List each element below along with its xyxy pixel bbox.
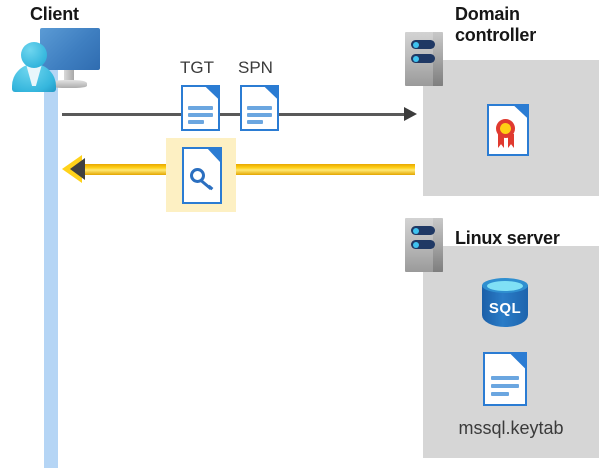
server-bay-icon [411,54,435,63]
linux-server-title: Linux server [455,228,560,248]
sql-database-icon: SQL [482,278,528,334]
client-title: Client [30,4,79,24]
document-text-line [490,391,510,396]
user-head-icon [21,42,47,68]
certificate-ribbon-left [498,134,504,148]
document-text-line [188,106,213,111]
request-arrow-head [404,107,417,121]
key-ring-icon [190,168,205,183]
document-text-line [247,119,263,124]
server-led-icon [413,41,419,48]
certificate-seal-inner [500,123,511,134]
key-document-icon [182,147,222,204]
spn-label: SPN [238,58,273,77]
server-bay-icon [411,40,435,49]
domain-controller-server-rack-icon [405,32,443,86]
server-led-icon [413,227,419,234]
server-shade [433,218,443,272]
linux-server-rack-icon [405,218,443,272]
document-text-line [490,383,520,388]
client-lifeline-bar [44,62,58,468]
document-text-line [247,106,272,111]
document-text-line [247,113,272,118]
request-arrow-line [62,113,410,116]
response-arrow-head-inner [70,158,85,180]
document-text-line [490,375,520,380]
monitor-base-icon [51,80,87,88]
domain-controller-title: Domain controller [455,4,537,45]
certificate-ribbon-right [508,134,514,148]
client-user-computer-icon [8,26,100,92]
keytab-document-icon [483,352,527,406]
tgt-label: TGT [180,58,214,77]
tgt-document-icon [181,85,220,131]
server-led-icon [413,241,419,248]
document-text-line [188,119,204,124]
monitor-screen-icon [40,28,100,70]
server-bay-icon [411,240,435,249]
sql-label: SQL [488,300,522,317]
server-shade [433,32,443,86]
keytab-filename-label: mssql.keytab [458,418,564,438]
monitor-neck-icon [64,70,74,82]
server-led-icon [413,55,419,62]
server-bay-icon [411,226,435,235]
response-arrow-line [78,164,415,175]
spn-document-icon [240,85,279,131]
sql-cylinder-top-inner [487,281,523,291]
certificate-document-icon [487,104,529,156]
document-text-line [188,113,213,118]
